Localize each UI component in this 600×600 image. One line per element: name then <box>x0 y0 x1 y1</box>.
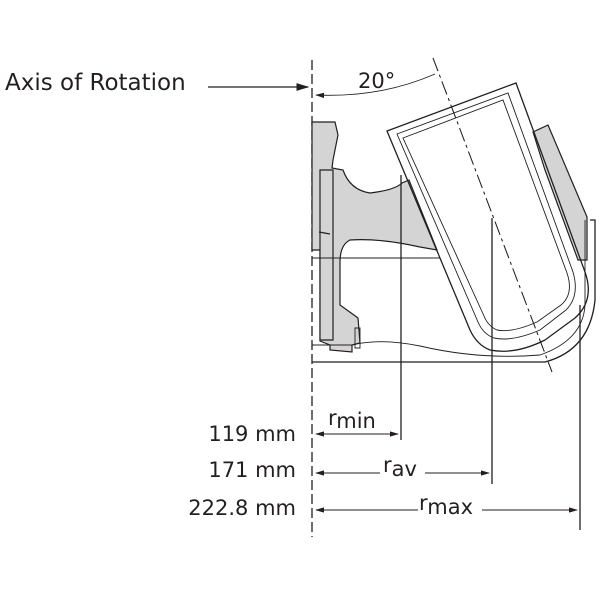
tube-inner <box>396 92 576 340</box>
axis-of-rotation-label: Axis of Rotation <box>5 70 186 96</box>
rmax-symbol: rmax <box>419 491 473 519</box>
bolt-icon <box>354 327 361 349</box>
rmax-value: 222.8 mm <box>188 496 296 520</box>
rotor-inner-profile <box>312 220 586 357</box>
tube-outer <box>386 82 589 352</box>
rav-value: 171 mm <box>208 458 296 482</box>
rotor-hub <box>311 121 438 353</box>
tube-axis-overlay <box>432 57 553 373</box>
screw-icon <box>318 231 331 235</box>
rotor-neck <box>319 169 334 341</box>
rotor-outer-profile <box>312 219 596 363</box>
rav-symbol: rav <box>383 453 417 481</box>
rmin-value: 119 mm <box>208 422 296 446</box>
angle-arc <box>315 73 436 99</box>
tube-inner-2 <box>402 99 570 332</box>
rmin-symbol: rmin <box>328 406 376 433</box>
rotor-bucket-wall <box>532 124 588 261</box>
angle-label: 20° <box>358 69 395 93</box>
